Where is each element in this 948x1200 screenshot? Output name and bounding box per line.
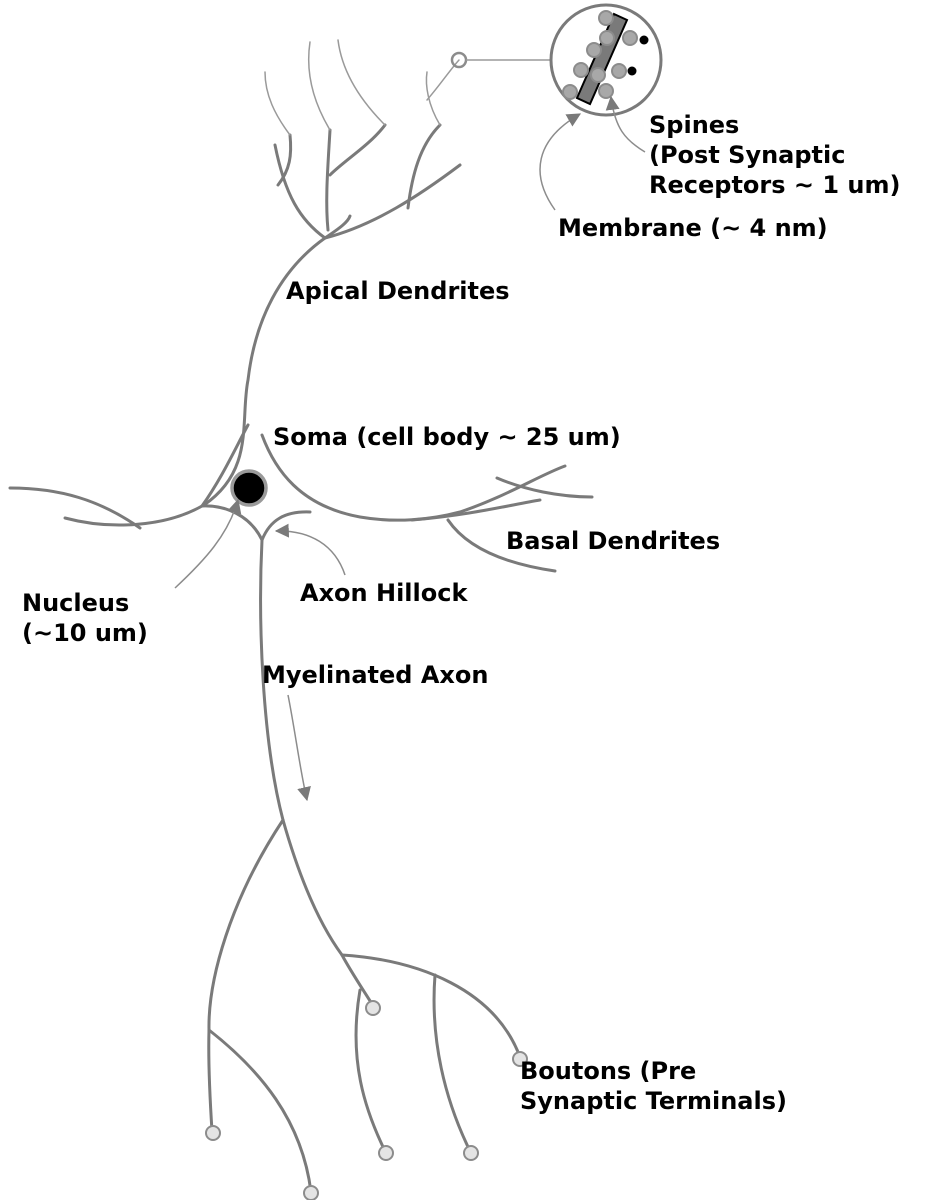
bouton (366, 1001, 380, 1015)
spines-label-line: (Post Synaptic (649, 140, 900, 170)
boutons-label-line: Boutons (Pre (520, 1056, 787, 1086)
bouton (304, 1186, 318, 1200)
spines-label: Spines (Post Synaptic Receptors ~ 1 um) (649, 110, 900, 200)
apical-dendrites-label: Apical Dendrites (286, 276, 510, 306)
spines-label-line: Receptors ~ 1 um) (649, 170, 900, 200)
nucleus (232, 471, 266, 505)
basal-dendrites-label: Basal Dendrites (506, 526, 720, 556)
receptor-dot (640, 36, 649, 45)
soma-label: Soma (cell body ~ 25 um) (273, 422, 621, 452)
bouton (206, 1126, 220, 1140)
boutons-label: Boutons (Pre Synaptic Terminals) (520, 1056, 787, 1116)
nucleus-label-line: Nucleus (22, 588, 148, 618)
myelinated-axon-label: Myelinated Axon (262, 660, 488, 690)
bouton (379, 1146, 393, 1160)
axon (209, 540, 520, 1192)
apical-fine-branches (265, 40, 459, 135)
nucleus-label: Nucleus (~10 um) (22, 588, 148, 648)
membrane-arrow (540, 114, 580, 210)
axon-hillock-label: Axon Hillock (300, 578, 467, 608)
myelinated-axon-arrow (288, 695, 307, 800)
nucleus-label-line: (~10 um) (22, 618, 148, 648)
receptor-dot (628, 67, 637, 76)
boutons-label-line: Synaptic Terminals) (520, 1086, 787, 1116)
axon-hillock-arrow (276, 531, 345, 575)
membrane-label: Membrane (~ 4 nm) (558, 213, 828, 243)
spines-label-line: Spines (649, 110, 900, 140)
bouton (464, 1146, 478, 1160)
synapse-callout (452, 5, 661, 115)
